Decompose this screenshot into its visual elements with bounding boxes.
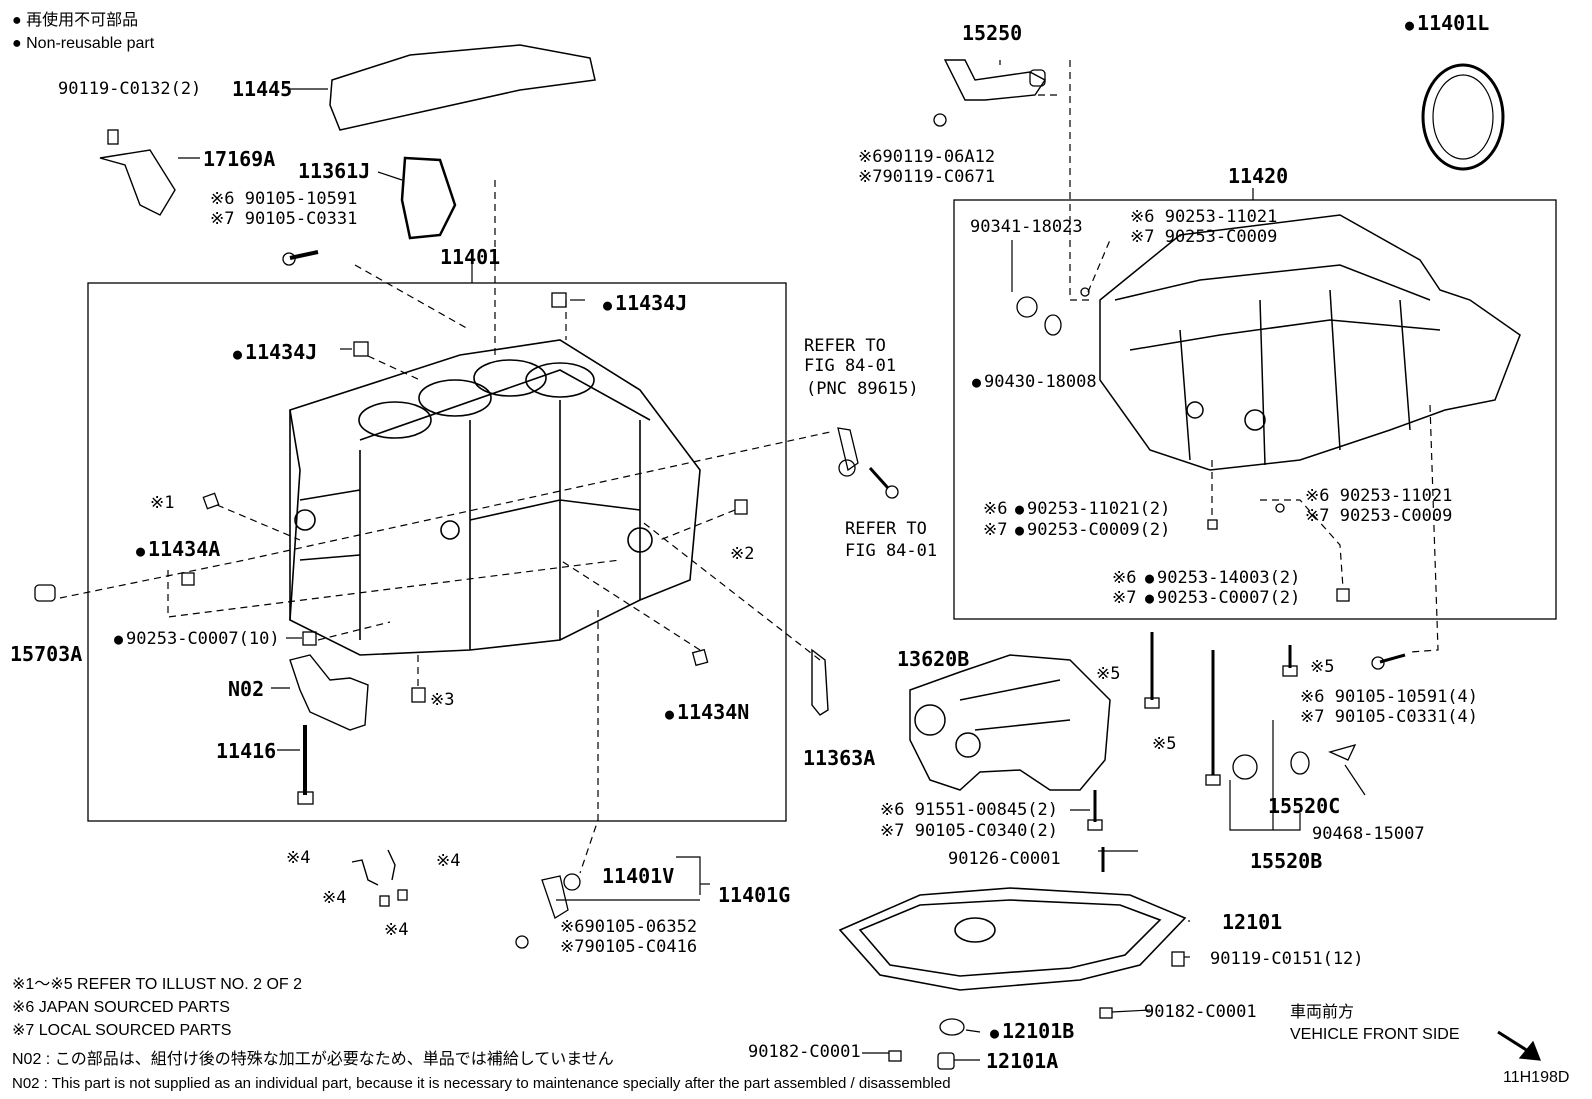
label-15520b[interactable]: 15520B	[1250, 849, 1323, 873]
label-s7-90253-c0009-b[interactable]: ※7 90253-C0009	[1305, 506, 1453, 526]
label-s6-90119-06a12[interactable]: ※690119-06A12	[858, 147, 996, 167]
oil-pan-upper-group-box	[953, 199, 1557, 620]
label-12101[interactable]: 12101	[1222, 910, 1283, 934]
label-note-5-c: ※5	[1152, 734, 1177, 754]
label-note-4-a: ※4	[286, 848, 311, 868]
label-11434a[interactable]: 11434A	[136, 538, 220, 562]
footnote-1: ※1～※5 REFER TO ILLUST NO. 2 OF 2	[12, 976, 303, 993]
label-90182-c0001-right[interactable]: 90182-C0001	[1144, 1002, 1257, 1022]
label-s7-90105-c0331[interactable]: ※7 90105-C0331	[210, 209, 358, 229]
label-11416[interactable]: 11416	[216, 739, 277, 763]
label-11420[interactable]: 11420	[1228, 164, 1289, 188]
label-11445[interactable]: 11445	[232, 77, 293, 101]
cylinder-block-group-box	[87, 282, 787, 822]
oil-pan-lower-drawing	[838, 887, 1187, 991]
label-11401g[interactable]: 11401G	[718, 883, 791, 907]
label-90341-18023[interactable]: 90341-18023	[970, 217, 1083, 237]
legend-jp-text: 再使用不可部品	[26, 12, 139, 29]
label-15250[interactable]: 15250	[962, 21, 1023, 45]
label-11434j-left[interactable]: 11434J	[233, 341, 317, 365]
label-s7-90105-c0416[interactable]: ※790105-C0416	[560, 937, 698, 957]
oil-pan-upper-drawing	[1099, 214, 1521, 471]
label-11434j-top[interactable]: 11434J	[603, 292, 687, 316]
label-90119-c0151[interactable]: 90119-C0151(12)	[1210, 949, 1364, 969]
label-s7-marker-b: ※7	[1112, 588, 1137, 608]
label-note-4-c: ※4	[322, 888, 347, 908]
vehicle-front-en: VEHICLE FRONT SIDE	[1290, 1026, 1460, 1043]
label-11401v[interactable]: 11401V	[602, 864, 675, 888]
label-s7-90105-c0331-4[interactable]: ※7 90105-C0331(4)	[1300, 707, 1479, 727]
label-s6-marker-a: ※6	[983, 499, 1008, 519]
label-note-1: ※1	[150, 493, 175, 513]
label-90468-15007[interactable]: 90468-15007	[1312, 824, 1425, 844]
vehicle-front-jp: 車両前方	[1290, 1004, 1355, 1021]
label-note-4-b: ※4	[436, 851, 461, 871]
label-12101b[interactable]: 12101B	[990, 1020, 1074, 1044]
label-refer-to-2: REFER TO	[845, 519, 927, 539]
label-note-3: ※3	[430, 690, 455, 710]
label-s7-90119-c0671[interactable]: ※790119-C0671	[858, 167, 996, 187]
label-11401l[interactable]: 11401L	[1405, 12, 1489, 36]
label-15520c[interactable]: 15520C	[1268, 794, 1341, 818]
label-s6-90105-10591[interactable]: ※6 90105-10591	[210, 189, 358, 209]
bullet-icon: ●	[12, 12, 22, 29]
label-12101a[interactable]: 12101A	[986, 1049, 1059, 1073]
label-s6-marker-b: ※6	[1112, 568, 1137, 588]
label-11361j[interactable]: 11361J	[298, 159, 371, 183]
label-90253-c0007-2[interactable]: 90253-C0007(2)	[1145, 589, 1300, 608]
label-90253-14003-2[interactable]: 90253-14003(2)	[1145, 569, 1300, 588]
legend-en: ● Non-reusable part	[12, 33, 154, 55]
label-n02[interactable]: N02	[228, 677, 265, 701]
label-fig-84-01-1[interactable]: FIG 84-01	[804, 356, 897, 376]
label-11363a[interactable]: 11363A	[803, 746, 876, 770]
label-s6-90105-06352[interactable]: ※690105-06352	[560, 917, 698, 937]
legend-en-text: Non-reusable part	[26, 35, 155, 52]
footnote-2: ※6 JAPAN SOURCED PARTS	[12, 999, 230, 1016]
legend-jp: ● 再使用不可部品	[12, 10, 138, 32]
label-11401[interactable]: 11401	[440, 245, 501, 269]
bullet-icon: ●	[12, 35, 22, 52]
label-s6-90105-10591-4[interactable]: ※6 90105-10591(4)	[1300, 687, 1479, 707]
label-refer-to-1: REFER TO	[804, 336, 886, 356]
label-90126-c0001[interactable]: 90126-C0001	[948, 849, 1061, 869]
label-s6-91551-00845[interactable]: ※6 91551-00845(2)	[880, 800, 1059, 820]
label-90253-c0007-10[interactable]: 90253-C0007(10)	[114, 630, 280, 649]
label-note-5-b: ※5	[1310, 657, 1335, 677]
label-note-4-d: ※4	[384, 920, 409, 940]
label-s6-90253-11021-b[interactable]: ※6 90253-11021	[1305, 486, 1453, 506]
footnote-3: ※7 LOCAL SOURCED PARTS	[12, 1022, 232, 1039]
label-s7-90105-c0340[interactable]: ※7 90105-C0340(2)	[880, 821, 1059, 841]
label-17169a[interactable]: 17169A	[203, 147, 276, 171]
label-90430-18008[interactable]: 90430-18008	[972, 373, 1097, 392]
label-pnc-89615: (PNC 89615)	[806, 379, 919, 399]
label-15703a[interactable]: 15703A	[10, 642, 83, 666]
label-90253-c0009-2[interactable]: 90253-C0009(2)	[1015, 521, 1170, 540]
label-90119-c0132[interactable]: 90119-C0132(2)	[58, 79, 202, 99]
label-note-2: ※2	[730, 544, 755, 564]
label-s7-90253-c0009-a[interactable]: ※7 90253-C0009	[1130, 227, 1278, 247]
label-90182-c0001-left[interactable]: 90182-C0001	[748, 1042, 861, 1062]
label-fig-84-01-2[interactable]: FIG 84-01	[845, 541, 938, 561]
label-s7-marker-a: ※7	[983, 520, 1008, 540]
label-11434n[interactable]: 11434N	[665, 701, 749, 725]
label-13620b[interactable]: 13620B	[897, 647, 970, 671]
figure-code: 11H198D	[1503, 1069, 1570, 1086]
cylinder-block-drawing	[289, 339, 701, 656]
label-90253-11021-2[interactable]: 90253-11021(2)	[1015, 500, 1170, 519]
label-s6-90253-11021-a[interactable]: ※6 90253-11021	[1130, 207, 1278, 227]
heat-insulator-drawing	[329, 44, 596, 131]
footnote-n02-en: N02 : This part is not supplied as an in…	[12, 1075, 951, 1092]
label-note-5-a: ※5	[1096, 664, 1121, 684]
footnote-n02-jp: N02 : この部品は、組付け後の特殊な加工が必要なため、単品では補給していませ…	[12, 1051, 614, 1068]
oil-pump-drawing	[909, 654, 1111, 791]
